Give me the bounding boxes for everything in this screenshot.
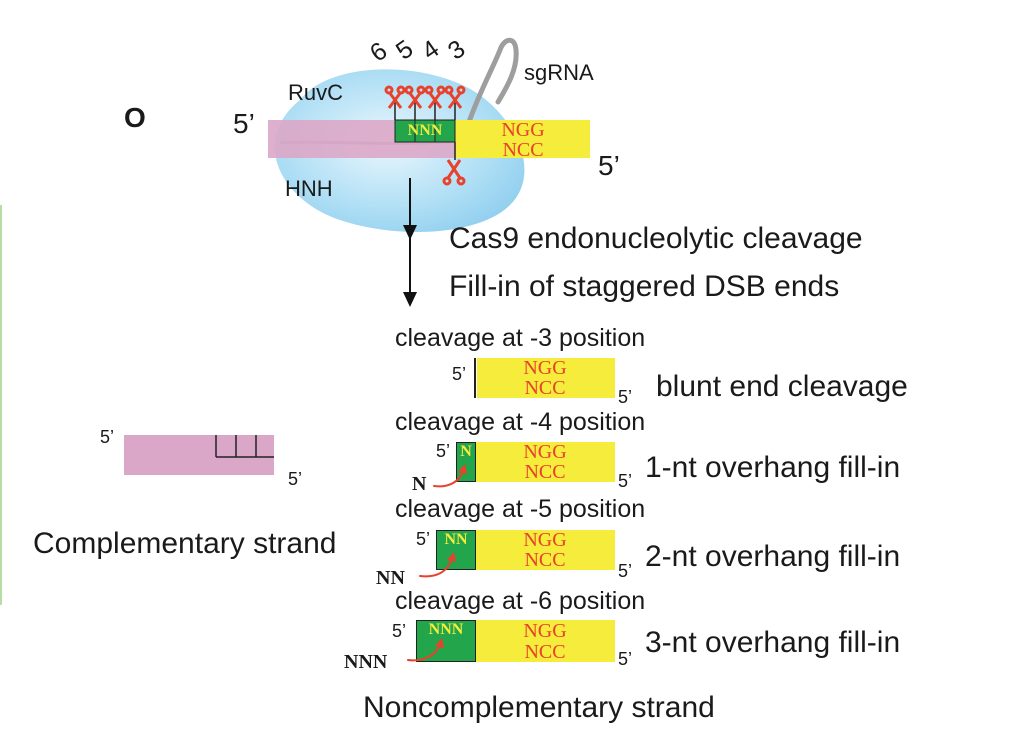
row4-dna xyxy=(476,620,615,662)
top-ngg: NGG xyxy=(501,119,545,141)
row1-title: cleavage at -3 position xyxy=(395,324,646,352)
row3-title: cleavage at -5 position xyxy=(395,495,646,523)
ruvc-label: RuvC xyxy=(288,80,344,105)
row3-dna xyxy=(476,530,615,570)
top-five-prime-right: 5’ xyxy=(598,150,620,181)
row1-five-prime: 5’ xyxy=(452,364,467,384)
row1-five-prime-right: 5’ xyxy=(618,387,633,407)
scissors-bottom-icon xyxy=(442,159,466,186)
row2-title: cleavage at -4 position xyxy=(395,408,646,436)
step-fill-in: Fill-in of staggered DSB ends xyxy=(449,270,840,303)
panel-letter: O xyxy=(124,102,146,133)
top-ncc: NCC xyxy=(502,139,544,161)
row1-ncc: NCC xyxy=(524,377,566,399)
top-nnn-text: NNN xyxy=(407,122,443,139)
sgrna-strand xyxy=(465,37,519,128)
row4-five-prime: 5’ xyxy=(392,621,407,641)
top-five-prime-left: 5’ xyxy=(233,108,255,139)
row4-fill-arrow-icon xyxy=(407,643,441,662)
row3-green xyxy=(436,530,476,570)
top-dna-yellow xyxy=(455,120,590,158)
row3-five-prime-right: 5’ xyxy=(618,561,633,581)
row1-desc: blunt end cleavage xyxy=(656,370,908,403)
noncomplementary-strand-label: Noncomplementary strand xyxy=(363,691,715,724)
row2-overhang: N xyxy=(460,443,472,460)
row1-dna xyxy=(477,358,615,398)
left-edge-rule xyxy=(0,205,2,605)
row3-ngg: NGG xyxy=(523,529,567,551)
row1-ngg: NGG xyxy=(523,357,567,379)
row3-fill-arrow-icon xyxy=(419,557,453,578)
row2-ncc: NCC xyxy=(524,461,566,483)
left-dna xyxy=(124,435,274,475)
row4-ncc: NCC xyxy=(524,641,566,663)
step-cleavage: Cas9 endonucleolytic cleavage xyxy=(449,222,863,255)
row4-title: cleavage at -6 position xyxy=(395,587,646,615)
row2-five-prime: 5’ xyxy=(436,441,451,461)
row3-desc: 2-nt overhang fill-in xyxy=(645,540,901,573)
left-five-prime-top: 5’ xyxy=(100,427,115,447)
scissors-icon xyxy=(384,85,466,109)
row4-green xyxy=(416,620,476,662)
row3-five-prime: 5’ xyxy=(416,529,431,549)
row3-fill-text: NN xyxy=(376,567,405,589)
row2-fill-text: N xyxy=(412,473,427,495)
top-nnn-block xyxy=(394,119,456,143)
row4-overhang: NNN xyxy=(428,621,464,638)
row2-ngg: NGG xyxy=(523,441,567,463)
row3-ncc: NCC xyxy=(524,549,566,571)
left-five-prime-bottom: 5’ xyxy=(288,469,303,489)
row4-ngg: NGG xyxy=(523,620,567,642)
row4-desc: 3-nt overhang fill-in xyxy=(645,626,901,659)
row2-five-prime-right: 5’ xyxy=(618,471,633,491)
row2-dna xyxy=(476,442,615,482)
row1-blunt-line xyxy=(474,358,476,398)
hnh-label: HNH xyxy=(285,176,333,201)
sgrna-label: sgRNA xyxy=(524,60,594,85)
complementary-strand-label: Complementary strand xyxy=(33,527,337,560)
row3-overhang: NN xyxy=(444,531,468,548)
row4-fill-text: NNN xyxy=(344,651,388,673)
row2-desc: 1-nt overhang fill-in xyxy=(645,451,901,484)
row4-five-prime-right: 5’ xyxy=(618,649,633,669)
